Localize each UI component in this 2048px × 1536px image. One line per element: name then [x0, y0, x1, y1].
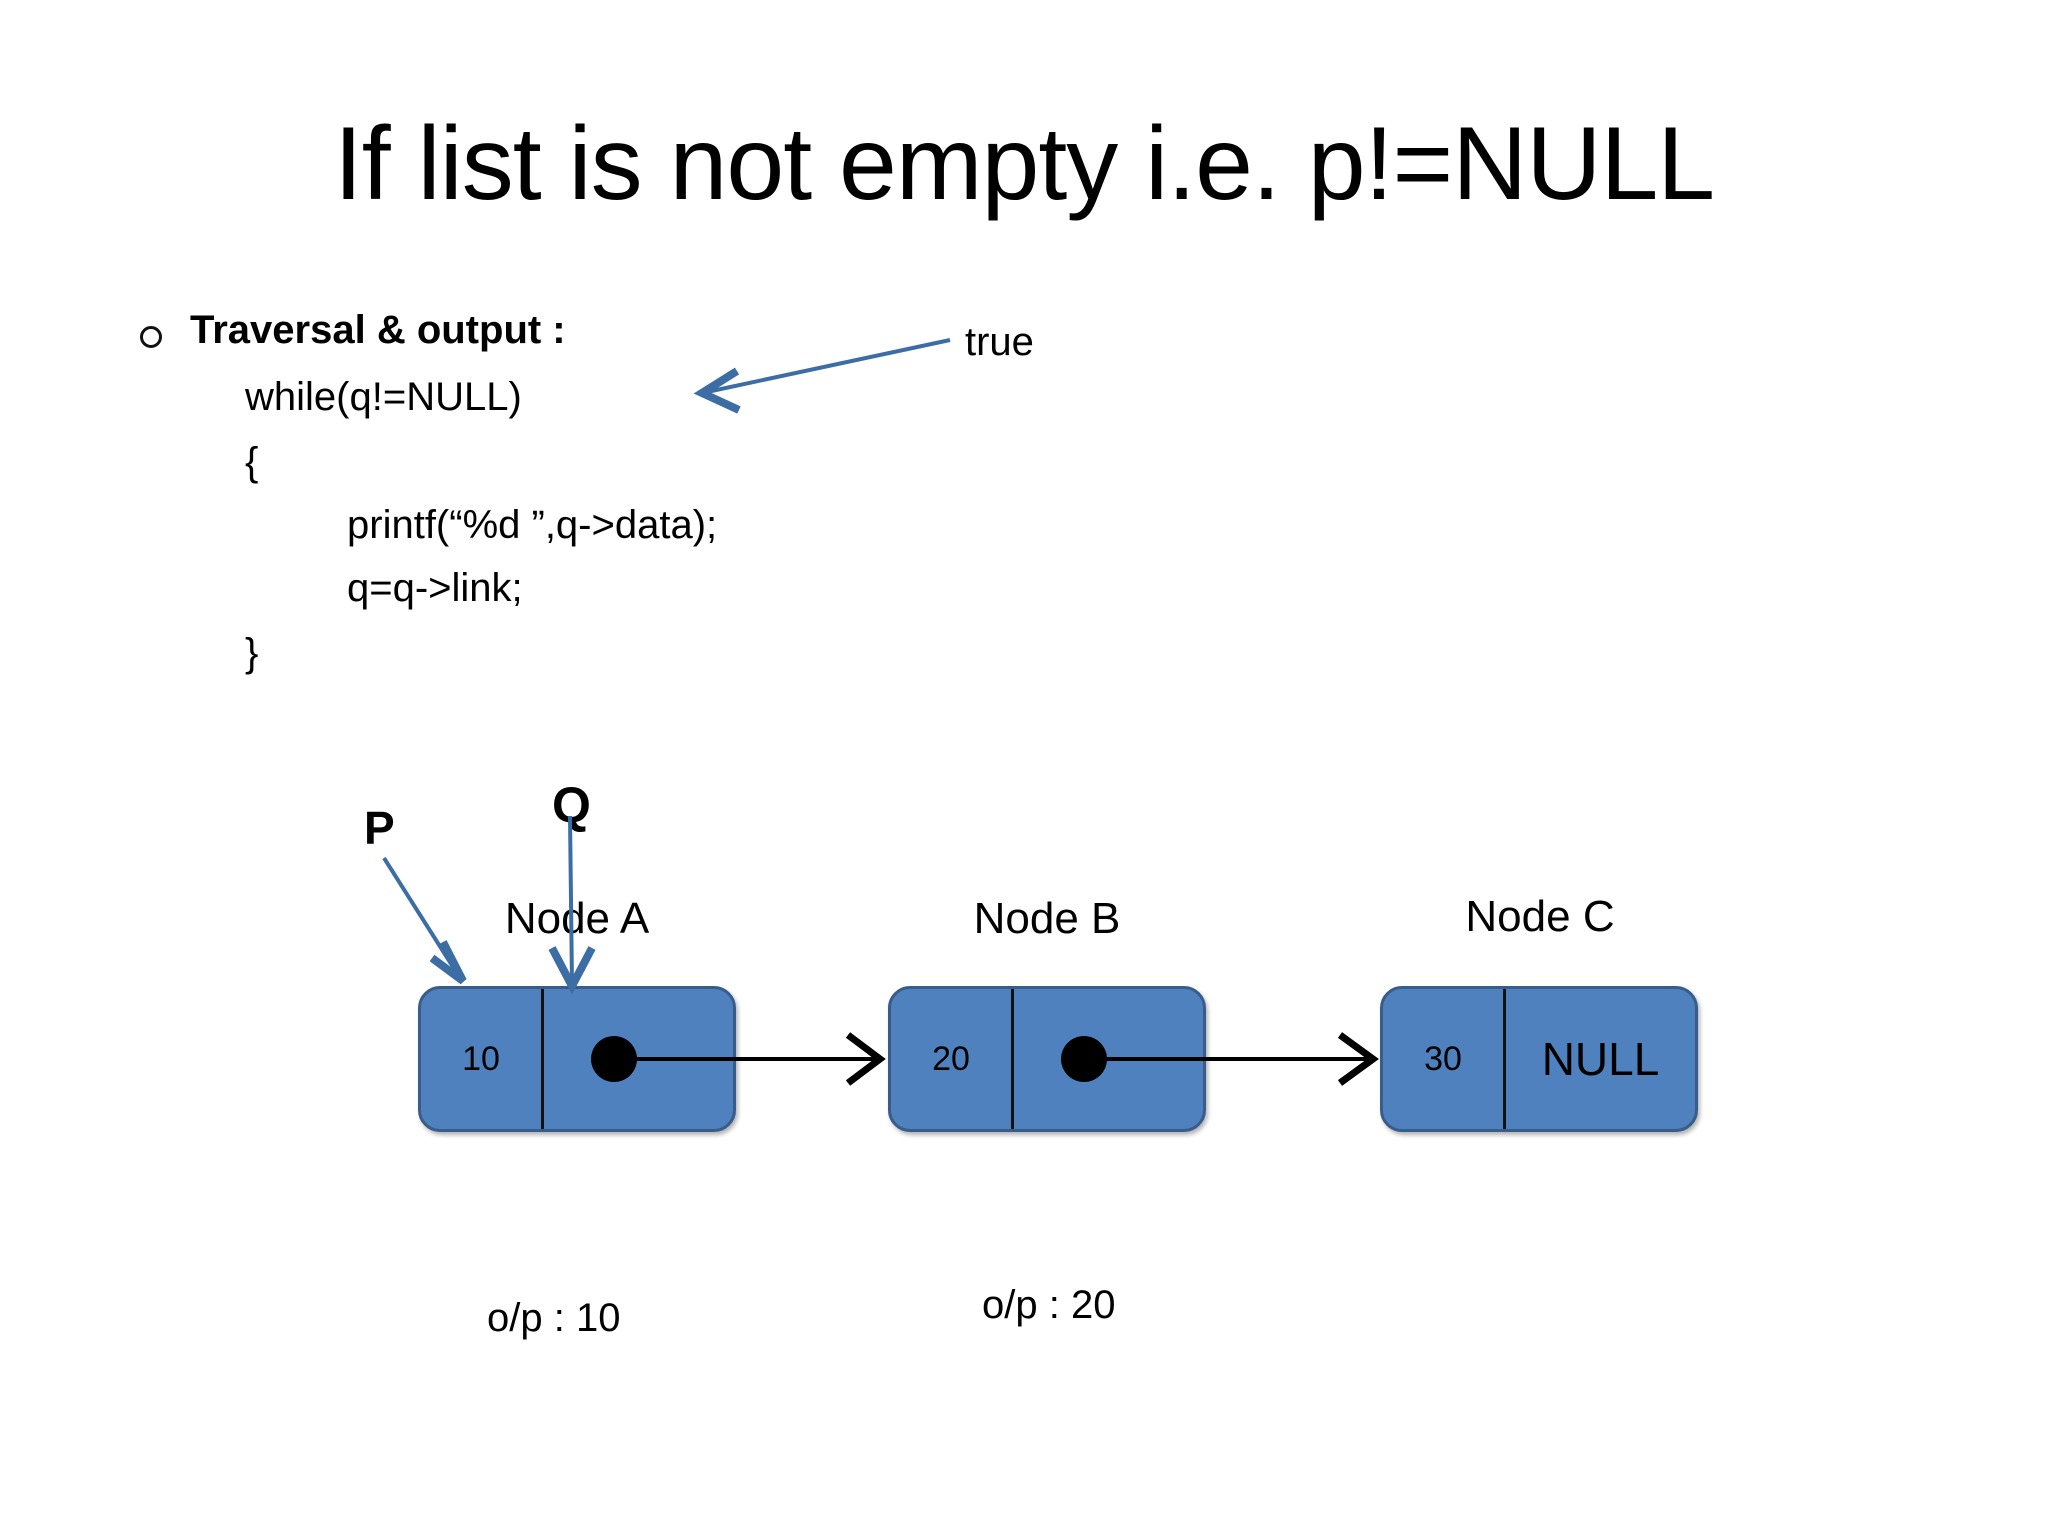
- node-a-link-dot-icon: [591, 1036, 637, 1082]
- output-label-1: o/p : 10: [487, 1296, 621, 1340]
- node-b-caption: Node B: [973, 894, 1121, 943]
- code-line-close-brace: }: [245, 631, 259, 675]
- linked-list-node-c: 30 NULL: [1380, 986, 1698, 1132]
- page-title: If list is not empty i.e. p!=NULL: [333, 106, 1715, 222]
- bullet-row: Traversal & output :: [140, 310, 566, 350]
- node-a-data-value: 10: [462, 1040, 500, 1078]
- node-b-link-dot-icon: [1061, 1036, 1107, 1082]
- pointer-q-label: Q: [552, 777, 591, 833]
- pointer-p-label: P: [364, 802, 395, 854]
- node-c-caption: Node C: [1465, 892, 1615, 941]
- node-a-caption: Node A: [504, 894, 650, 943]
- true-callout-arrow: [693, 338, 951, 414]
- code-line-while: while(q!=NULL): [245, 375, 522, 419]
- node-c-data-value: 30: [1424, 1040, 1462, 1078]
- code-line-open-brace: {: [245, 440, 259, 484]
- code-line-advance-pointer: q=q->link;: [347, 566, 523, 610]
- linked-list-node-a: 10: [418, 986, 736, 1132]
- output-label-2: o/p : 20: [982, 1283, 1116, 1327]
- node-c-divider: [1503, 989, 1506, 1129]
- node-b-data-value: 20: [932, 1040, 970, 1078]
- hollow-circle-bullet-icon: [140, 326, 162, 348]
- node-a-divider: [541, 989, 544, 1129]
- node-b-divider: [1011, 989, 1014, 1129]
- code-line-printf: printf(“%d ”,q->data);: [347, 503, 718, 547]
- linked-list-node-b: 20: [888, 986, 1206, 1132]
- node-c-null-label: NULL: [1541, 1033, 1660, 1085]
- condition-true-label: true: [965, 320, 1034, 364]
- bullet-heading-label: Traversal & output :: [190, 308, 566, 352]
